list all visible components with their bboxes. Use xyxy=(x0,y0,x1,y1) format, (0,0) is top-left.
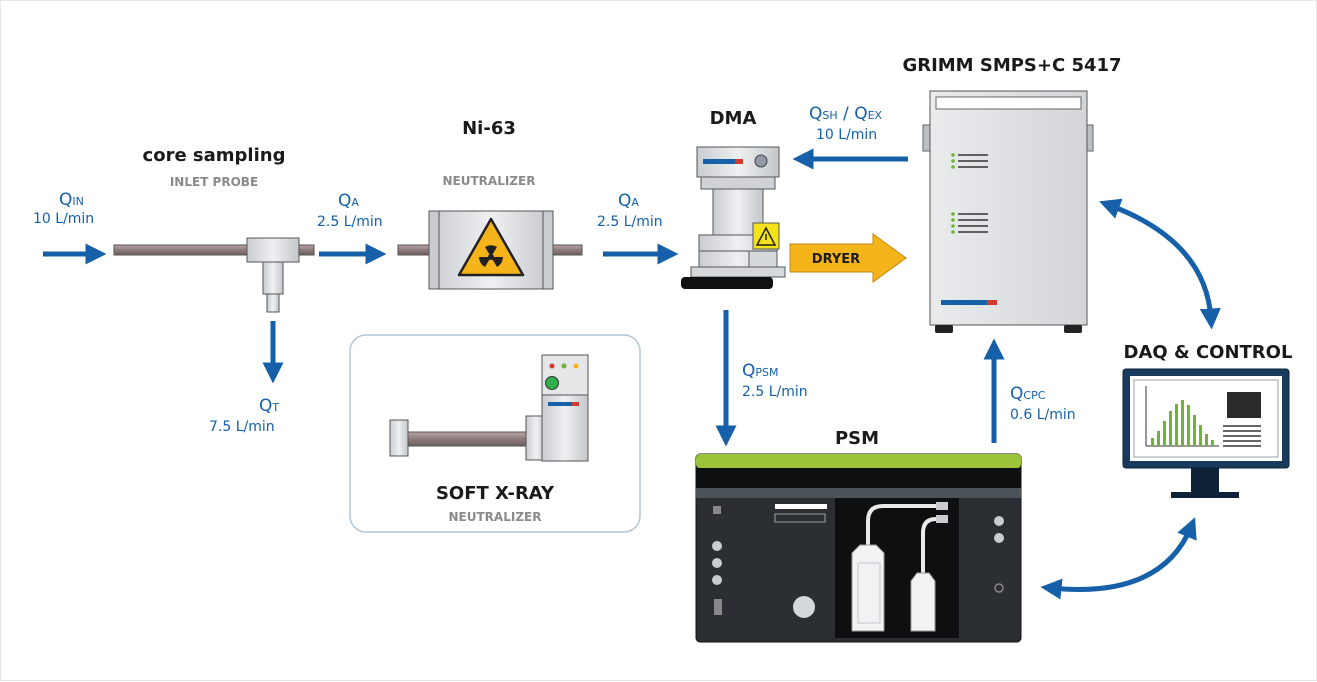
dryer-label: DRYER xyxy=(812,252,860,267)
dma-stripe-blue xyxy=(703,159,735,164)
dma-title: DMA xyxy=(710,108,757,129)
dma-knob xyxy=(754,154,768,168)
psm-knob xyxy=(793,596,815,618)
inlet-tee-nozzle xyxy=(266,293,280,313)
dma-collar xyxy=(700,176,776,190)
flow-q-psm: QPSM 2.5 L/min xyxy=(715,310,808,447)
q-psm-symbol: QPSM xyxy=(742,361,779,381)
inlet-probe: core sampling INLET PROBE xyxy=(113,145,315,313)
dma-stripe-red xyxy=(735,159,743,164)
flow-q-a2: QA 2.5 L/min xyxy=(597,191,679,265)
ni63-neutralizer: Ni-63 NEUTRALIZER xyxy=(397,118,583,290)
dryer-shape xyxy=(789,233,907,283)
dma-base xyxy=(681,277,773,289)
ni63-flange-right xyxy=(542,210,554,290)
q-cpc-rate: 0.6 L/min xyxy=(1010,407,1076,423)
monitor-neck xyxy=(1191,468,1219,492)
q-t-symbol: QT xyxy=(259,396,279,416)
arrow-smps-daq xyxy=(1099,198,1221,330)
inlet-pipe xyxy=(113,244,315,256)
q-a2-rate: 2.5 L/min xyxy=(597,214,663,230)
psm-device: PSM xyxy=(695,428,1022,643)
smps-vent-1 xyxy=(951,153,988,169)
dma-device: DMA xyxy=(681,108,786,289)
flow-q-sh-ex: QSH / QEX 10 L/min xyxy=(792,104,908,170)
inlet-title: core sampling xyxy=(143,145,286,166)
psm-bottle-small xyxy=(910,572,936,632)
dma-plate xyxy=(690,266,786,278)
xray-subtitle: NEUTRALIZER xyxy=(449,510,542,524)
xray-end-cap xyxy=(389,419,409,457)
ni63-title: Ni-63 xyxy=(462,118,516,139)
smps-stripe-blue xyxy=(941,300,987,305)
psm-top-strip xyxy=(696,454,1021,468)
ni63-flange-left xyxy=(428,210,440,290)
q-t-rate: 7.5 L/min xyxy=(209,419,275,435)
histogram-icon xyxy=(1145,386,1219,447)
q-a1-rate: 2.5 L/min xyxy=(317,214,383,230)
smps-foot-right xyxy=(1064,325,1082,333)
xray-neutralizer: SOFT X-RAY NEUTRALIZER xyxy=(349,334,641,533)
warning-icon xyxy=(755,226,777,246)
smps-top-panel xyxy=(935,96,1082,110)
q-a2-symbol: QA xyxy=(618,191,639,211)
monitor-text-lines xyxy=(1223,425,1261,447)
monitor-screen xyxy=(1130,376,1282,461)
inlet-tee xyxy=(246,237,300,263)
smps-vent-2 xyxy=(951,212,988,234)
smps-title: GRIMM SMPS+C 5417 xyxy=(902,55,1121,76)
monitor-panel xyxy=(1227,392,1261,418)
smps-foot-left xyxy=(935,325,953,333)
daq-control: DAQ & CONTROL xyxy=(1122,342,1293,498)
q-cpc-symbol: QCPC xyxy=(1010,384,1046,404)
flow-q-t: QT 7.5 L/min xyxy=(209,321,284,435)
xray-title: SOFT X-RAY xyxy=(436,483,555,504)
inlet-subtitle: INLET PROBE xyxy=(170,175,258,189)
flow-q-a1: QA 2.5 L/min xyxy=(317,191,387,265)
q-in-symbol: QIN xyxy=(59,190,84,210)
flow-q-in: QIN 10 L/min xyxy=(33,190,107,265)
q-sh-ex-symbol: QSH / QEX xyxy=(809,104,883,124)
smps-stripe-red xyxy=(987,300,997,305)
xray-led-yellow xyxy=(573,363,579,369)
q-in-rate: 10 L/min xyxy=(33,211,94,227)
inlet-tee-stem xyxy=(262,261,284,295)
monitor-base xyxy=(1171,492,1239,498)
psm-display-bar xyxy=(775,504,827,509)
flow-q-cpc: QCPC 0.6 L/min xyxy=(983,338,1076,443)
q-psm-rate: 2.5 L/min xyxy=(742,384,808,400)
xray-button xyxy=(545,376,559,390)
xray-pipe xyxy=(398,431,530,447)
xray-stripe-blue xyxy=(548,402,572,406)
q-a1-symbol: QA xyxy=(338,191,359,211)
xray-led-red xyxy=(549,363,555,369)
arrow-psm-daq xyxy=(1040,517,1197,600)
daq-title: DAQ & CONTROL xyxy=(1124,342,1293,363)
psm-bottle-large xyxy=(851,544,885,632)
dryer-arrow: DRYER xyxy=(789,233,907,283)
psm-grey-band xyxy=(696,488,1021,498)
smps-cabinet xyxy=(929,90,1088,326)
xray-led-green xyxy=(561,363,567,369)
smps-device: GRIMM SMPS+C 5417 xyxy=(902,55,1122,333)
ni63-subtitle: NEUTRALIZER xyxy=(443,174,536,188)
psm-dark-band xyxy=(696,468,1021,488)
q-sh-ex-rate: 10 L/min xyxy=(816,127,877,143)
xray-stripe-red xyxy=(572,402,579,406)
radiation-icon xyxy=(457,217,525,277)
psm-title: PSM xyxy=(835,428,879,449)
